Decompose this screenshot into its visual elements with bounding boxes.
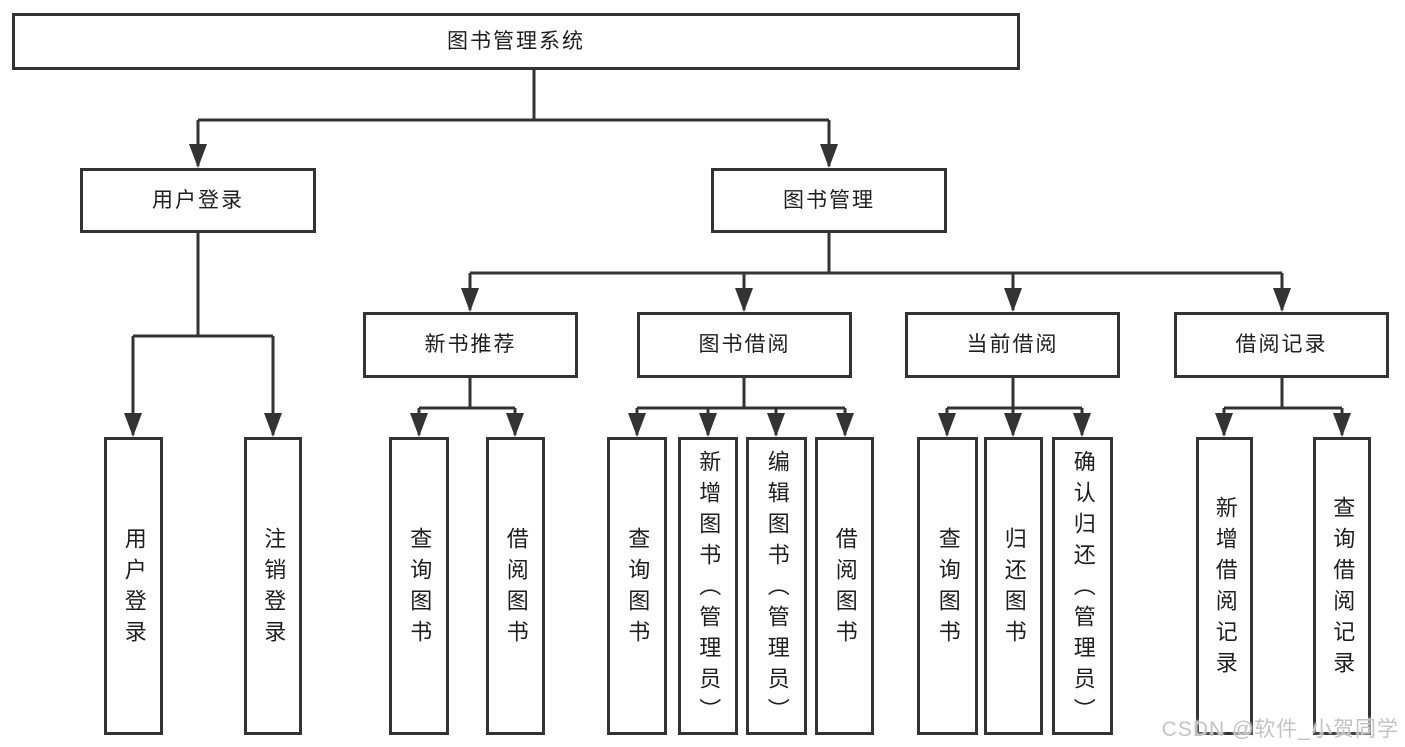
node-borrowing-records: 借阅记录 (1174, 312, 1389, 378)
leaf-add-book-admin: 新增图书（管理员） (678, 437, 738, 735)
leaf-add-borrow-record: 新增借阅记录 (1196, 437, 1253, 735)
node-library-system: 图书管理系统 (12, 13, 1020, 70)
leaf-query-books: 查询图书 (917, 437, 978, 735)
leaf-query-books: 查询图书 (607, 437, 667, 735)
leaf-return-book: 归还图书 (984, 437, 1043, 735)
node-book-management: 图书管理 (711, 168, 947, 233)
watermark: CSDN @软件_小贺同学 (1161, 718, 1399, 741)
leaf-logout: 注销登录 (244, 437, 302, 735)
leaf-user-login: 用户登录 (104, 437, 163, 735)
leaf-borrow-books: 借阅图书 (486, 437, 545, 735)
leaf-borrow-books: 借阅图书 (815, 437, 874, 735)
leaf-edit-book-admin: 编辑图书（管理员） (746, 437, 807, 735)
leaf-confirm-return-admin: 确认归还（管理员） (1052, 437, 1113, 735)
node-book-borrowing: 图书借阅 (637, 312, 852, 378)
node-user-login: 用户登录 (80, 168, 316, 233)
node-current-borrowing: 当前借阅 (905, 312, 1120, 378)
leaf-query-books: 查询图书 (389, 437, 449, 735)
leaf-query-borrow-record: 查询借阅记录 (1313, 437, 1371, 735)
node-new-book-recommendation: 新书推荐 (363, 312, 578, 378)
